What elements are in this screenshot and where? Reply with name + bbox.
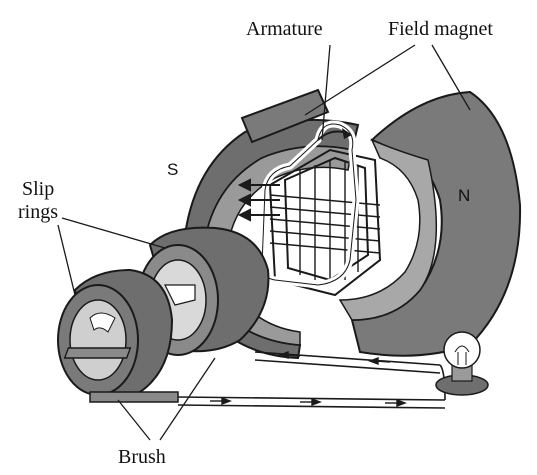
- field-magnet-label: Field magnet: [388, 18, 493, 40]
- armature-windings: [269, 160, 381, 285]
- slip-rings-label-line1: Slip: [22, 178, 55, 200]
- brush-label: Brush: [118, 446, 166, 468]
- leader-lines: [57, 44, 471, 441]
- armature-conductor-outline: [261, 123, 357, 286]
- slip-rings-label-line2: rings: [18, 201, 58, 223]
- light-bulb-icon: [435, 331, 489, 396]
- armature-label: Armature: [246, 18, 323, 40]
- field-arrows: [237, 178, 280, 222]
- field-magnet-north-face: [338, 138, 438, 321]
- brush-upper: [63, 347, 132, 359]
- north-pole-label: N: [458, 186, 471, 205]
- current-arrows: [210, 350, 407, 408]
- magnet-top-bar: [240, 88, 330, 144]
- slip-ring-outer: [57, 268, 174, 401]
- south-pole-label: S: [167, 160, 179, 179]
- brush-lower: [89, 391, 179, 403]
